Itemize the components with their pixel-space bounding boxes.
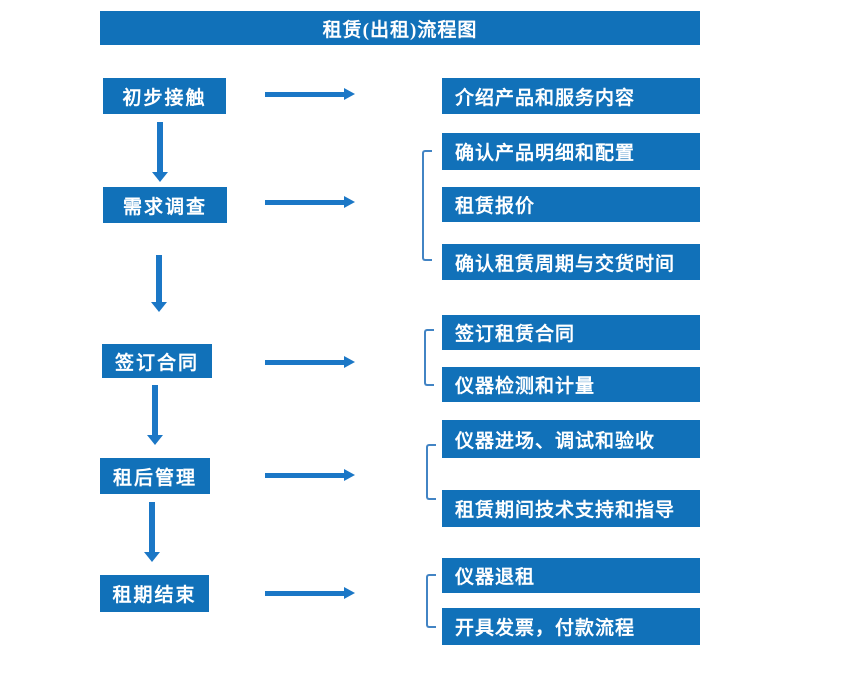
right-arrow-4 — [265, 469, 355, 481]
detail-box-instrument-return: 仪器退租 — [442, 558, 700, 593]
group-bracket-sign-contract — [424, 329, 434, 386]
arrow-shaft — [265, 360, 345, 365]
detail-box-sign-rental-contract: 签订租赁合同 — [442, 315, 700, 350]
step-box-sign-contract: 签订合同 — [102, 344, 212, 378]
arrow-shaft — [265, 591, 345, 596]
arrow-shaft — [149, 502, 155, 553]
step-box-rental-end: 租期结束 — [100, 575, 209, 612]
down-arrow-4 — [144, 502, 160, 562]
arrow-head-icon — [344, 88, 355, 100]
group-bracket-demand-survey — [422, 150, 432, 261]
arrow-shaft — [265, 473, 345, 478]
arrow-head-icon — [344, 196, 355, 208]
right-arrow-3 — [265, 356, 355, 368]
step-box-post-rental-management: 租后管理 — [100, 458, 210, 494]
arrow-shaft — [157, 122, 163, 173]
right-arrow-5 — [265, 587, 355, 599]
detail-box-invoice-payment: 开具发票，付款流程 — [442, 608, 700, 645]
down-arrow-3 — [147, 385, 163, 445]
detail-box-confirm-rental-period: 确认租赁周期与交货时间 — [442, 244, 700, 280]
detail-box-tech-support: 租赁期间技术支持和指导 — [442, 490, 700, 527]
arrow-head-icon — [344, 356, 355, 368]
step-box-initial-contact: 初步接触 — [103, 78, 226, 114]
right-arrow-1 — [265, 88, 355, 100]
group-bracket-rental-end — [426, 574, 436, 628]
arrow-head-icon — [344, 469, 355, 481]
down-arrow-1 — [152, 122, 168, 182]
detail-box-intro-products: 介绍产品和服务内容 — [442, 78, 700, 114]
arrow-shaft — [156, 255, 162, 303]
detail-box-instrument-setup: 仪器进场、调试和验收 — [442, 420, 700, 458]
arrow-head-icon — [147, 435, 163, 445]
detail-box-rental-quote: 租赁报价 — [442, 187, 700, 222]
arrow-head-icon — [144, 552, 160, 562]
step-box-demand-survey: 需求调查 — [103, 187, 227, 223]
detail-box-confirm-product-details: 确认产品明细和配置 — [442, 133, 700, 170]
arrow-shaft — [265, 92, 345, 97]
arrow-head-icon — [151, 302, 167, 312]
right-arrow-2 — [265, 196, 355, 208]
detail-box-instrument-testing: 仪器检测和计量 — [442, 367, 700, 402]
arrow-head-icon — [152, 172, 168, 182]
flowchart-title: 租赁(出租)流程图 — [100, 11, 700, 45]
arrow-shaft — [152, 385, 158, 436]
arrow-head-icon — [344, 587, 355, 599]
down-arrow-2 — [151, 255, 167, 312]
group-bracket-post-rental — [426, 444, 436, 500]
arrow-shaft — [265, 200, 345, 205]
